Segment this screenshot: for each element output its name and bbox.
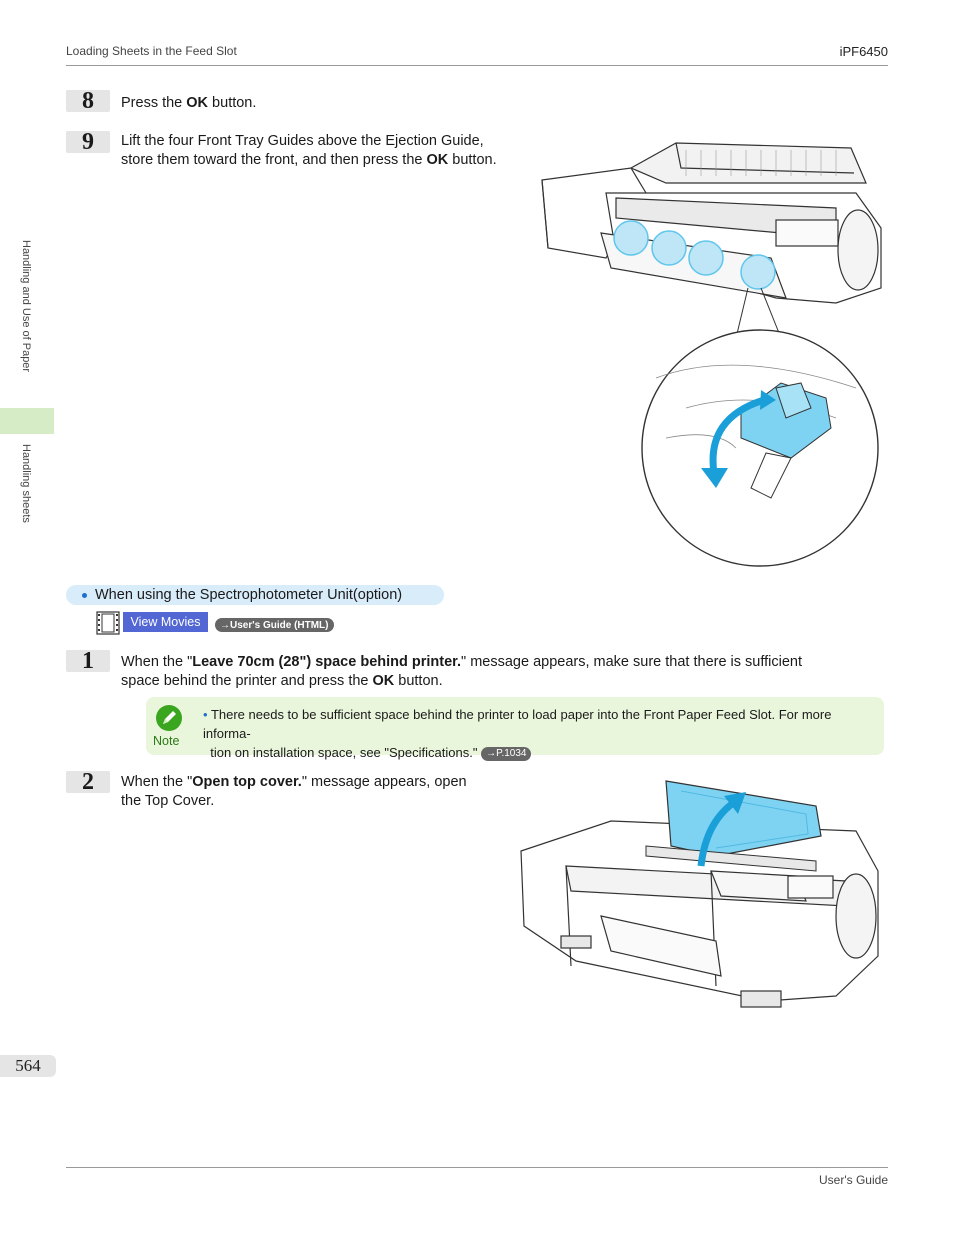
- bullet-icon: [82, 592, 87, 598]
- sidebar-chapter: Handling and Use of Paper: [20, 240, 32, 373]
- sidebar-section: Handling sheets: [20, 444, 32, 523]
- printer-open-top-cover-illustration: [520, 780, 879, 1008]
- note-text: • There needs to be sufficient space beh…: [203, 707, 832, 761]
- footer-doc-title: User's Guide: [819, 1173, 888, 1187]
- sidebar-highlight: [0, 408, 54, 434]
- step-number: 1: [66, 648, 110, 674]
- step-8-text: Press the OK button.: [121, 95, 257, 111]
- specifications-page-link[interactable]: →P.1034: [481, 746, 532, 761]
- step-9-text: Lift the four Front Tray Guides above th…: [121, 133, 497, 168]
- view-movies-button[interactable]: View Movies: [123, 612, 208, 632]
- option-heading: When using the Spectrophotometer Unit(op…: [66, 585, 444, 605]
- step-number: 9: [66, 129, 110, 155]
- header-model: iPF6450: [839, 44, 888, 59]
- users-guide-link[interactable]: →User's Guide (HTML): [215, 618, 334, 632]
- note-label: Note: [153, 734, 180, 748]
- bullet-icon: •: [203, 707, 208, 722]
- header-section-title: Loading Sheets in the Feed Slot: [66, 44, 237, 58]
- step-2-text: When the "Open top cover." message appea…: [121, 774, 467, 809]
- footer-divider: [66, 1167, 888, 1168]
- step-1-text: When the "Leave 70cm (28") space behind …: [121, 654, 803, 689]
- page-number: 564: [0, 1055, 56, 1077]
- header-divider: [66, 65, 888, 66]
- note-box: [146, 697, 884, 755]
- step-number: 2: [66, 769, 110, 795]
- printer-tray-guides-illustration: [541, 142, 882, 567]
- pencil-note-icon: [156, 705, 182, 731]
- step-number: 8: [66, 88, 110, 114]
- film-strip-icon: [96, 611, 120, 635]
